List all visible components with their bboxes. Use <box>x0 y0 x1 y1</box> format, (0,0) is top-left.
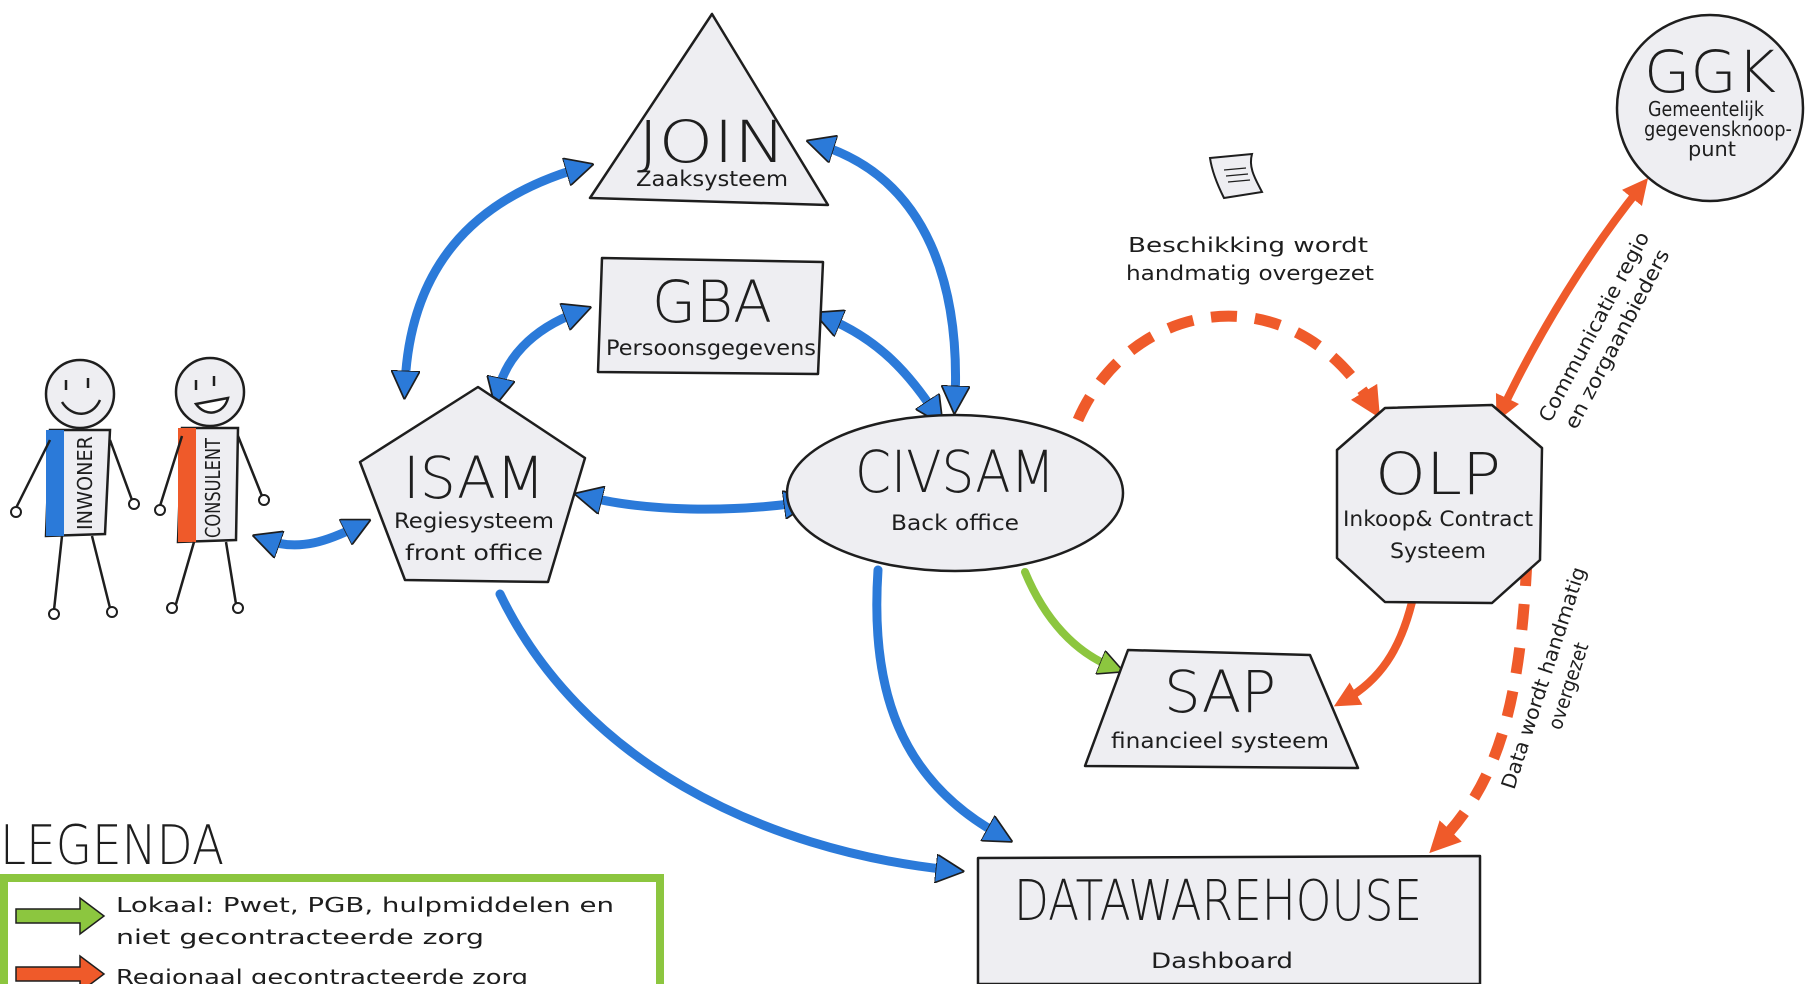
actor-inwoner: INWONER <box>10 358 140 620</box>
arrow-civsam-olp-dashed <box>1072 310 1381 423</box>
arrow-join-isam <box>405 168 580 385</box>
legend-orange-arrow-icon <box>15 954 106 989</box>
legend-item-2-line-1: Regionaal gecontracteerde zorg <box>116 965 528 984</box>
civsam-subtitle: Back office <box>891 511 1019 535</box>
inwoner-eyes <box>64 378 90 390</box>
beschikking-label-2: handmatig overgezet <box>1126 261 1374 285</box>
isam-subtitle-2: front office <box>405 541 543 565</box>
consulent-label: CONSULENT <box>201 437 225 538</box>
legend-item-1-line-2: niet gecontracteerde zorg <box>116 925 484 949</box>
document-scroll-icon <box>1208 152 1264 200</box>
arrow-join-civsam <box>820 145 956 400</box>
arrow-civsam-datawarehouse <box>872 565 1000 835</box>
isam-shape <box>358 385 587 584</box>
consulent-mouth <box>193 396 230 414</box>
join-subtitle: Zaaksysteem <box>636 167 788 191</box>
civsam-shape <box>785 413 1125 573</box>
ggk-shape <box>1615 13 1805 203</box>
legend-green-arrow-icon <box>15 896 106 936</box>
beschikking-label-1: Beschikking wordt <box>1128 233 1368 257</box>
datawarehouse-title: DATAWAREHOUSE <box>1014 869 1422 934</box>
legend-frame <box>0 874 664 989</box>
join-title: JOIN <box>638 108 786 176</box>
sap-title: SAP <box>1164 658 1276 726</box>
arrow-olp-sap <box>1333 598 1416 707</box>
ggk-subtitle-1: Gemeentelijk <box>1648 97 1764 121</box>
inwoner-label: INWONER <box>73 436 97 530</box>
arrow-actors-isam <box>266 526 358 545</box>
node-join[interactable]: JOIN Zaaksysteem <box>588 12 830 207</box>
node-isam[interactable]: ISAM Regiesysteem front office <box>358 385 587 584</box>
olp-shape <box>1335 403 1544 605</box>
arrow-olp-datawarehouse-dashed <box>1429 559 1533 854</box>
isam-subtitle-1: Regiesysteem <box>394 509 554 533</box>
civsam-title: CIVSAM <box>855 438 1055 506</box>
arrow-civsam-sap <box>1021 568 1112 667</box>
node-olp[interactable]: OLP Inkoop& Contract Systeem <box>1335 403 1544 605</box>
olp-title: OLP <box>1375 440 1501 508</box>
node-sap[interactable]: SAP financieel systeem <box>1083 648 1360 770</box>
inwoner-stripe <box>46 430 64 536</box>
isam-title: ISAM <box>403 444 545 512</box>
inwoner-head <box>44 358 116 430</box>
consulent-stripe <box>178 428 196 542</box>
sap-subtitle: financieel systeem <box>1111 729 1329 753</box>
node-gba[interactable]: GBA Persoonsgegevens <box>596 256 825 376</box>
join-shape <box>588 12 830 207</box>
actor-consulent: CONSULENT <box>154 356 270 614</box>
ggk-subtitle-3: punt <box>1688 137 1736 161</box>
node-ggk[interactable]: GGK Gemeentelijk gegevensknoop- punt <box>1615 13 1805 203</box>
legend-item-regionaal: Regionaal gecontracteerde zorg <box>15 954 528 989</box>
sap-shape <box>1083 648 1360 770</box>
gba-title: GBA <box>652 268 772 336</box>
consulent-eyes <box>194 376 216 390</box>
connections <box>266 145 1649 870</box>
consulent-legs <box>174 541 238 605</box>
consulent-head <box>174 356 246 428</box>
datawarehouse-subtitle: Dashboard <box>1151 949 1293 973</box>
olp-subtitle-2: Systeem <box>1390 539 1486 563</box>
data-handmatig-label: Data wordt handmatig overgezet <box>1496 564 1593 792</box>
legend-title: LEGENDA <box>0 814 224 877</box>
ggk-subtitle-2: gegevensknoop- <box>1644 117 1792 141</box>
arrow-isam-datawarehouse <box>495 589 950 870</box>
arrow-isam-civsam <box>588 497 798 509</box>
inwoner-legs <box>52 535 112 611</box>
node-civsam[interactable]: CIVSAM Back office <box>785 413 1125 573</box>
ggk-title: GGK <box>1644 38 1776 106</box>
node-datawarehouse[interactable]: DATAWAREHOUSE Dashboard <box>976 854 1482 986</box>
consulent-arms <box>158 435 264 507</box>
communicatie-label: Communicatie regio en zorgaanbieders <box>1533 227 1674 432</box>
legend-item-1-line-1: Lokaal: Pwet, PGB, hulpmiddelen en <box>116 893 614 917</box>
arrow-gba-isam <box>498 312 578 392</box>
arrow-gba-civsam <box>827 318 935 413</box>
gba-shape <box>596 256 825 376</box>
arrow-olp-ggk <box>1495 178 1649 422</box>
legend-item-lokaal: Lokaal: Pwet, PGB, hulpmiddelen en niet … <box>15 893 614 949</box>
legend: LEGENDA Lokaal: Pwet, PGB, hulpmiddelen … <box>0 814 664 989</box>
inwoner-mouth <box>60 399 102 415</box>
olp-subtitle-1: Inkoop& Contract <box>1343 507 1533 531</box>
gba-subtitle: Persoonsgegevens <box>606 336 816 360</box>
inwoner-arms <box>14 439 134 509</box>
